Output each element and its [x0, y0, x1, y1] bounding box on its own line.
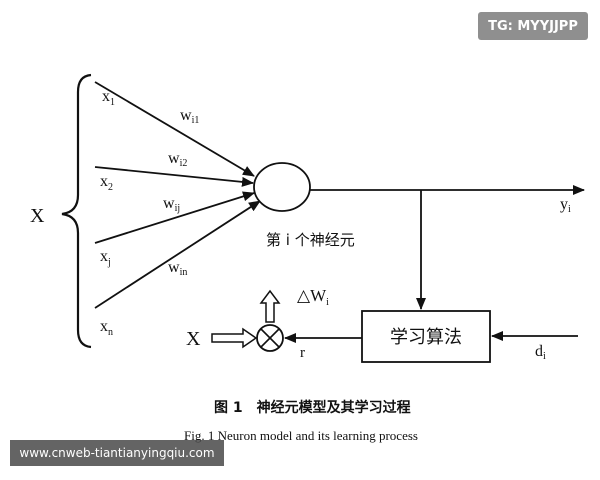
learning-algorithm-label: 学习算法	[390, 327, 462, 348]
weight-line-n	[94, 200, 261, 309]
label-d: di	[535, 343, 546, 362]
neuron-label: 第 i 个神经元	[266, 231, 355, 249]
comparator-cross	[260, 328, 280, 348]
telegram-badge: TG: MYYJJPP	[478, 12, 588, 40]
label-wij: wij	[163, 195, 180, 214]
neuron-node	[253, 162, 311, 212]
label-x2: x2	[100, 173, 113, 193]
label-win: win	[168, 259, 187, 278]
label-wi2: wi2	[168, 150, 187, 169]
label-x1: x1	[102, 88, 115, 108]
label-r: r	[300, 345, 305, 361]
label-yi: yi	[560, 196, 571, 215]
weight-line-j	[94, 191, 255, 244]
input-brace	[61, 73, 92, 349]
caption-english: Fig. 1 Neuron model and its learning pro…	[184, 428, 418, 443]
weight-line-2	[94, 166, 254, 187]
hollow-right-arrow	[211, 327, 258, 349]
watermark-banner: www.cnweb-tiantianyingqiu.com	[10, 440, 224, 466]
hollow-up-arrow	[259, 289, 281, 323]
label-xn: xn	[100, 318, 113, 338]
label-wi1: wi1	[180, 107, 199, 126]
label-X-input: X	[30, 205, 45, 227]
label-xj: xj	[100, 248, 111, 268]
label-delta-w: △Wi	[297, 286, 329, 308]
caption-chinese: 图 1 神经元模型及其学习过程	[214, 399, 411, 416]
weight-line-1	[94, 81, 255, 177]
learning-algorithm-box	[361, 310, 491, 363]
label-X-bottom: X	[186, 328, 201, 350]
